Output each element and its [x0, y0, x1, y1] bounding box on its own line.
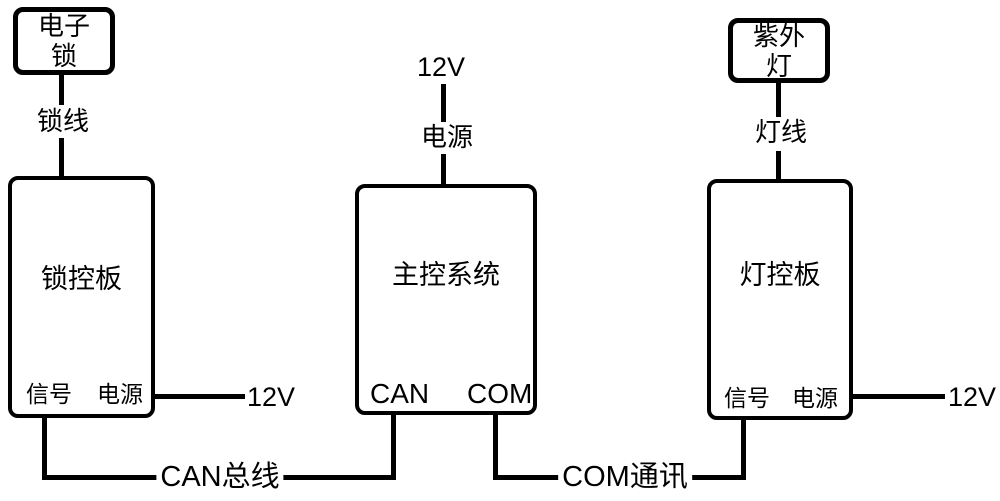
main-control-system-label: 主控系统 [392, 260, 500, 290]
right-12v-label: 12V [948, 382, 997, 412]
lock-wire-upper-segment [59, 73, 64, 105]
uv-lamp-node: 紫外 灯 [728, 18, 830, 83]
uv-lamp-label: 紫外 灯 [752, 20, 805, 81]
com-comm-label: COM通讯 [558, 461, 692, 493]
can-bus-label: CAN总线 [156, 461, 284, 493]
psu-wire-upper-segment [441, 84, 446, 122]
lamp-board-signal-port: 信号 [724, 385, 770, 411]
lamp-wire-upper-segment [776, 81, 781, 117]
psu-wire-lower-segment [441, 154, 446, 184]
electronic-lock-node: 电子 锁 [13, 7, 115, 75]
main-system-com-port: COM [467, 378, 533, 409]
lock-board-12v-wire [153, 394, 245, 399]
lock-wire-lower-segment [59, 138, 64, 176]
main-system-can-port: CAN [370, 378, 430, 409]
lamp-wire-label: 灯线 [754, 117, 808, 147]
lamp-control-board-label: 灯控板 [739, 260, 821, 290]
can-bus-left-vertical [42, 416, 47, 480]
lamp-board-power-port: 电源 [792, 385, 838, 411]
left-12v-label: 12V [247, 382, 296, 412]
com-comm-right-vertical [741, 418, 746, 480]
lock-control-board-label: 锁控板 [41, 264, 122, 294]
can-bus-right-vertical [391, 413, 396, 480]
lock-board-signal-port: 信号 [26, 381, 72, 407]
com-comm-left-vertical [493, 413, 498, 480]
lock-control-board-node: 锁控板 信号 电源 [8, 176, 155, 418]
lamp-wire-lower-segment [776, 151, 781, 179]
lamp-control-board-node: 灯控板 信号 电源 [707, 179, 853, 420]
psu-power-label: 电源 [420, 122, 474, 152]
main-control-system-node: 主控系统 CAN COM [355, 184, 537, 415]
electronic-lock-label: 电子 锁 [37, 11, 90, 71]
lamp-board-12v-wire [851, 394, 945, 399]
lock-board-power-port: 电源 [97, 381, 143, 407]
lock-wire-label: 锁线 [36, 106, 90, 136]
psu-12v-label: 12V [416, 52, 466, 82]
